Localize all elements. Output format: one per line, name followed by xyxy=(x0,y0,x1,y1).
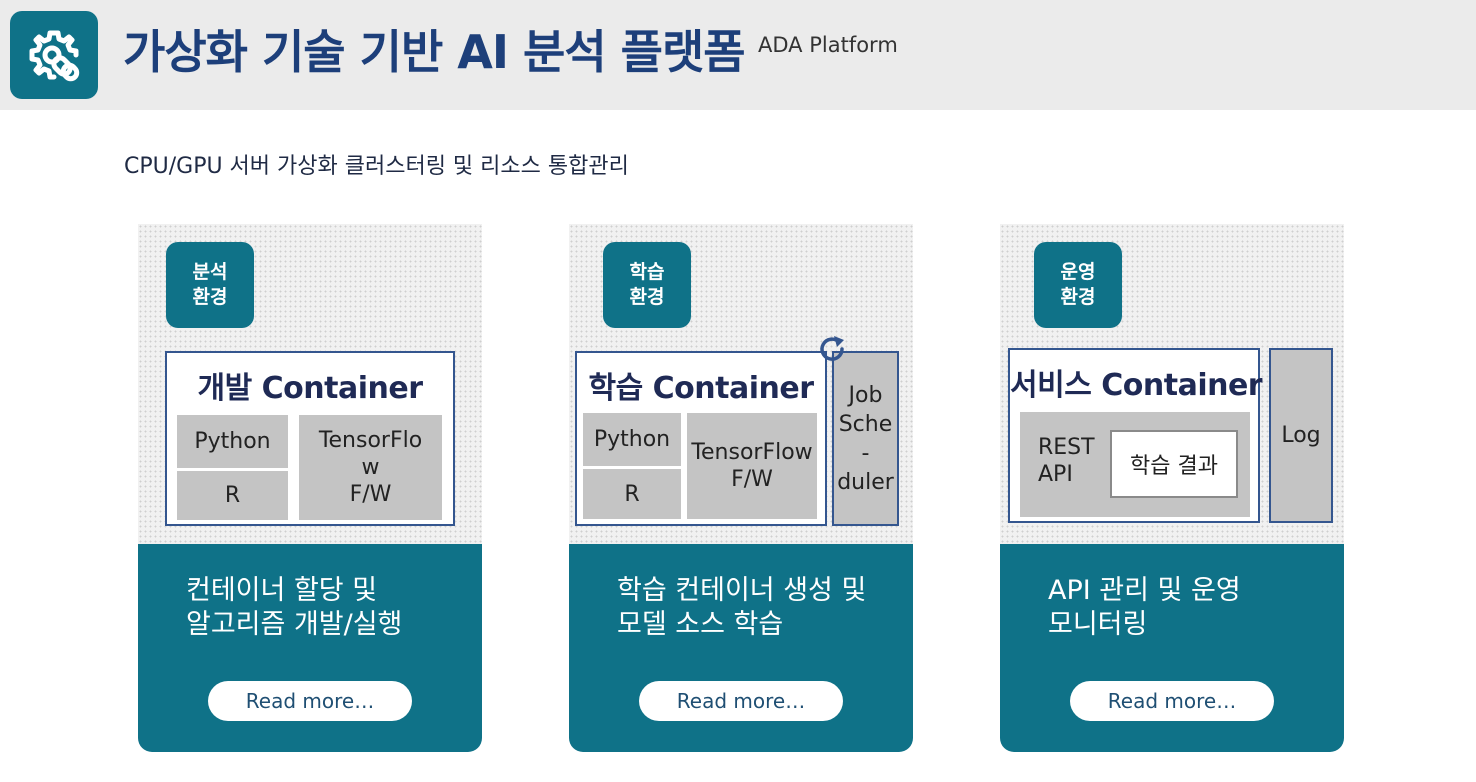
card-description: 학습 컨테이너 생성 및 모델 소스 학습 xyxy=(617,574,866,642)
badge-line: 환경 xyxy=(629,286,665,308)
environment-badge: 학습 환경 xyxy=(603,242,691,328)
cell-python: Python xyxy=(583,413,681,466)
environment-badge: 분석 환경 xyxy=(166,242,254,328)
card-operation-environment: 운영 환경 서비스 Container REST API 학습 결과 Log A… xyxy=(1000,224,1344,752)
tagline: CPU/GPU 서버 가상화 클러스터링 및 리소스 통합관리 xyxy=(124,154,629,179)
card-description-panel: 학습 컨테이너 생성 및 모델 소스 학습 Read more… xyxy=(569,544,913,752)
job-scheduler-box: Job Sche - duler xyxy=(832,351,899,526)
refresh-icon xyxy=(817,334,847,364)
container-box: 서비스 Container REST API 학습 결과 xyxy=(1008,348,1263,523)
cell-tensorflow: TensorFlo w F/W xyxy=(299,415,442,520)
training-result-box: 학습 결과 xyxy=(1110,430,1238,498)
card-training-environment: 학습 환경 학습 Container Python R TensorFlow F… xyxy=(569,224,913,752)
card-analysis-environment: 분석 환경 개발 Container Python R TensorFlo w … xyxy=(138,224,482,752)
description-line: 모델 소스 학습 xyxy=(617,609,784,640)
badge-line: 환경 xyxy=(192,286,228,308)
container-box: 개발 Container Python R TensorFlo w F/W xyxy=(165,351,455,526)
description-line: 컨테이너 할당 및 xyxy=(186,575,378,606)
badge-line: 운영 xyxy=(1060,261,1096,283)
description-line: 학습 컨테이너 생성 및 xyxy=(617,575,867,606)
gear-link-icon xyxy=(10,11,98,99)
page-title: 가상화 기술 기반 AI 분석 플랫폼 xyxy=(123,25,746,79)
description-line: 알고리즘 개발/실행 xyxy=(186,609,403,640)
card-description: API 관리 및 운영 모니터링 xyxy=(1048,574,1241,642)
cell-tensorflow: TensorFlow F/W xyxy=(687,413,817,519)
environment-badge: 운영 환경 xyxy=(1034,242,1122,328)
badge-line: 학습 xyxy=(629,261,665,283)
container-title: 개발 Container xyxy=(197,371,424,406)
card-diagram-area: 학습 환경 학습 Container Python R TensorFlow F… xyxy=(569,224,913,544)
container-box: 학습 Container Python R TensorFlow F/W xyxy=(575,351,827,526)
badge-line: 환경 xyxy=(1060,286,1096,308)
card-diagram-area: 분석 환경 개발 Container Python R TensorFlo w … xyxy=(138,224,482,544)
platform-subtitle: ADA Platform xyxy=(758,33,898,57)
card-diagram-area: 운영 환경 서비스 Container REST API 학습 결과 Log xyxy=(1000,224,1344,544)
rest-api-label: REST API xyxy=(1038,435,1095,487)
cell-r: R xyxy=(583,469,681,519)
cell-r: R xyxy=(177,471,288,520)
read-more-button[interactable]: Read more… xyxy=(639,681,843,721)
read-more-button[interactable]: Read more… xyxy=(208,681,412,721)
card-description: 컨테이너 할당 및 알고리즘 개발/실행 xyxy=(186,574,402,642)
cell-python: Python xyxy=(177,415,288,468)
header-bar: 가상화 기술 기반 AI 분석 플랫폼 ADA Platform xyxy=(0,0,1476,110)
log-box: Log xyxy=(1269,348,1333,523)
container-title: 학습 Container xyxy=(588,371,815,406)
card-description-panel: API 관리 및 운영 모니터링 Read more… xyxy=(1000,544,1344,752)
description-line: API 관리 및 운영 xyxy=(1048,575,1241,606)
card-description-panel: 컨테이너 할당 및 알고리즘 개발/실행 Read more… xyxy=(138,544,482,752)
description-line: 모니터링 xyxy=(1048,609,1148,640)
container-title: 서비스 Container xyxy=(1010,368,1263,403)
badge-line: 분석 xyxy=(192,261,228,283)
read-more-button[interactable]: Read more… xyxy=(1070,681,1274,721)
